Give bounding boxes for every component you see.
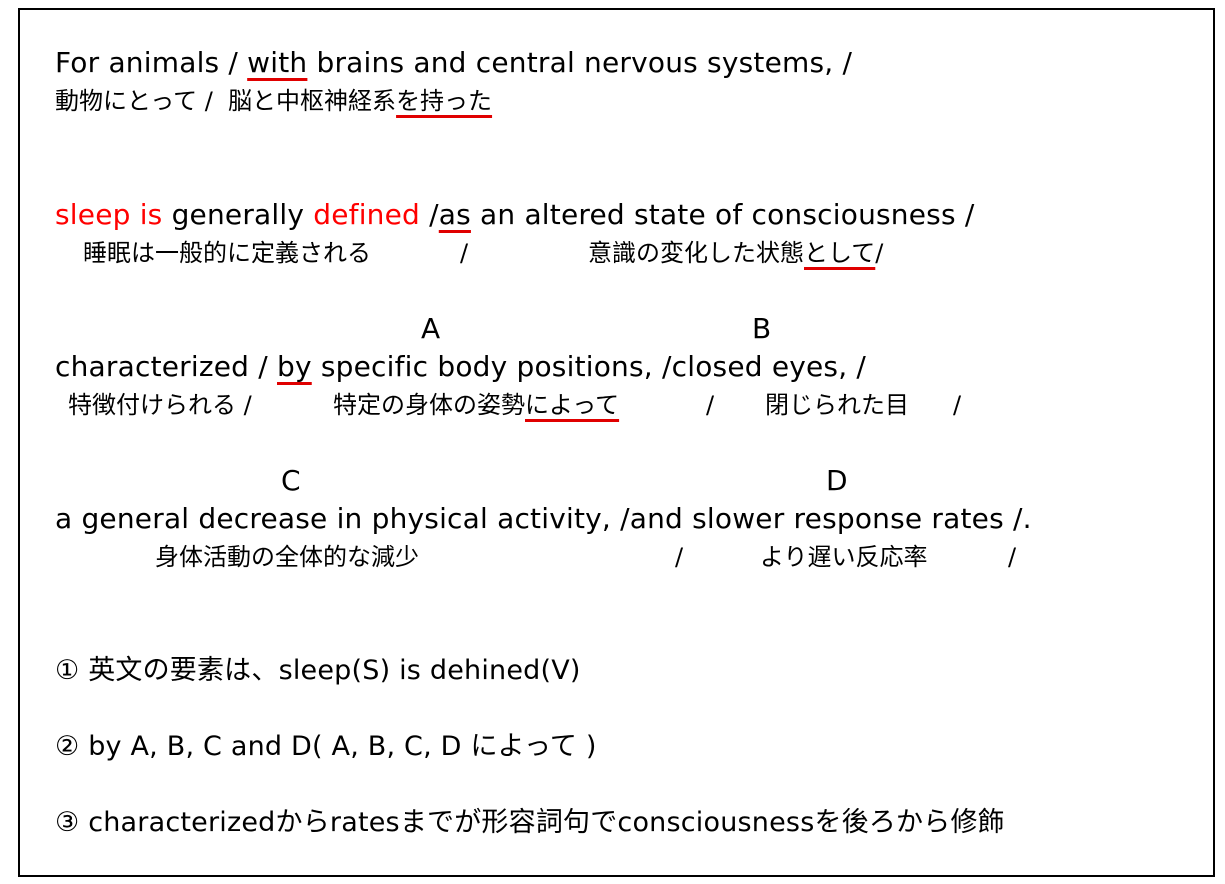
slash: / xyxy=(953,391,962,419)
text: brains and central nervous systems, / xyxy=(307,46,853,79)
text: / xyxy=(420,198,439,231)
underlined-word: as xyxy=(438,198,471,231)
translation-chunk: 特徴付けられる / xyxy=(68,391,252,419)
underlined-word: として xyxy=(804,239,876,267)
label-c: C xyxy=(281,464,301,497)
text: 動物にとって / 脳と中枢神経系 xyxy=(55,87,397,115)
underlined-word: by xyxy=(277,350,312,383)
label-a: A xyxy=(421,312,441,345)
subject-verb-text: sleep is xyxy=(55,198,163,231)
text: specific body positions, /closed eyes, / xyxy=(311,350,867,383)
underlined-word: with xyxy=(247,46,308,79)
translation-chunk: 身体活動の全体的な減少 xyxy=(155,543,419,571)
underlined-word: を持った xyxy=(396,87,493,115)
translation-chunk: 特定の身体の姿勢によって xyxy=(333,387,619,423)
text: 特定の身体の姿勢 xyxy=(333,391,525,419)
text: generally xyxy=(162,198,314,231)
sentence-line-4: a general decrease in physical activity,… xyxy=(55,502,1032,535)
slash: / xyxy=(460,239,469,267)
translation-chunk: より遅い反応率 xyxy=(760,543,928,571)
note-2: ② by A, B, C and D( A, B, C, D によって ) xyxy=(55,731,597,762)
slide-frame xyxy=(18,8,1215,877)
text: an altered state of consciousness / xyxy=(470,198,975,231)
translation-chunk: 閉じられた目 xyxy=(765,391,909,419)
note-3: ③ characterizedからratesまでが形容詞句でconsciousn… xyxy=(55,807,1005,838)
sentence-line-1: For animals / with brains and central ne… xyxy=(55,45,852,81)
note-1: ① 英文の要素は、sleep(S) is dehined(V) xyxy=(55,655,581,686)
sentence-line-3: characterized / by specific body positio… xyxy=(55,349,866,385)
slash: / xyxy=(1008,543,1017,571)
sentence-line-2: sleep is generally defined /as an altere… xyxy=(55,197,974,233)
slash: / xyxy=(675,543,684,571)
text: For animals / xyxy=(55,46,248,79)
verb-text: defined xyxy=(313,198,421,231)
slash: / xyxy=(706,391,715,419)
translation-chunk: 睡眠は一般的に定義される xyxy=(83,239,371,267)
text: characterized / xyxy=(55,350,277,383)
translation-line-1: 動物にとって / 脳と中枢神経系を持った xyxy=(55,83,492,119)
text: 意識の変化した状態 xyxy=(588,239,804,267)
slash: / xyxy=(875,239,884,267)
label-d: D xyxy=(826,464,848,497)
label-b: B xyxy=(752,312,772,345)
translation-chunk: 意識の変化した状態として/ xyxy=(588,235,883,271)
underlined-word: によって xyxy=(525,391,620,419)
